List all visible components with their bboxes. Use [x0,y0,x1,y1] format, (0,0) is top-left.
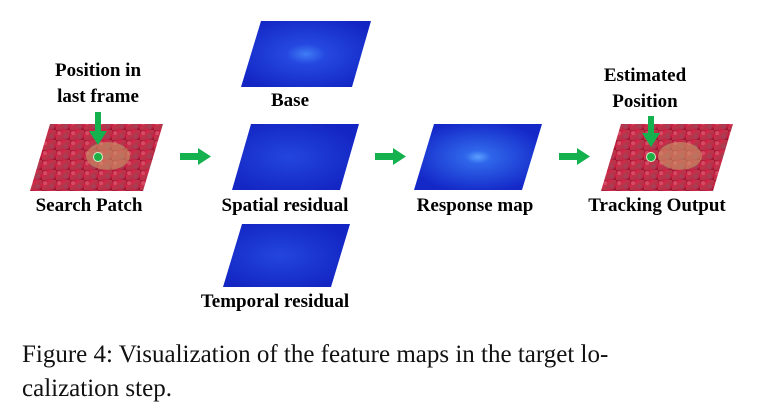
label-base: Base [271,90,309,111]
label-tracking-output: Tracking Output [588,195,726,216]
label-temporal-residual: Temporal residual [200,291,350,312]
base-map-image [241,21,371,87]
tracking-output-position-marker [646,152,656,162]
down-arrow-icon [89,112,107,145]
search-patch-highlight [86,142,130,170]
label-spatial-residual: Spatial residual [221,195,349,216]
caption-line-1: Figure 4: Visualization of the feature m… [22,341,609,368]
label-last-frame-line2: last frame [57,86,139,107]
label-search-patch: Search Patch [35,195,143,216]
label-position-line2: Position [612,91,678,112]
right-arrow-icon [375,148,406,165]
search-patch-position-marker [93,152,103,162]
temporal-residual-map-image [223,224,350,287]
response-map-image [414,124,542,190]
right-arrow-icon [180,148,211,165]
figure-caption: Figure 4: Visualization of the feature m… [22,338,742,406]
tracking-output-highlight [658,142,702,170]
down-arrow-icon [642,116,660,147]
label-estimated-line1: Estimated [603,65,687,86]
right-arrow-icon [559,148,590,165]
label-position-in-line1: Position in [54,60,142,81]
caption-line-2: calization step. [22,375,172,402]
spatial-residual-map-image [232,124,359,190]
label-response-map: Response map [416,195,534,216]
